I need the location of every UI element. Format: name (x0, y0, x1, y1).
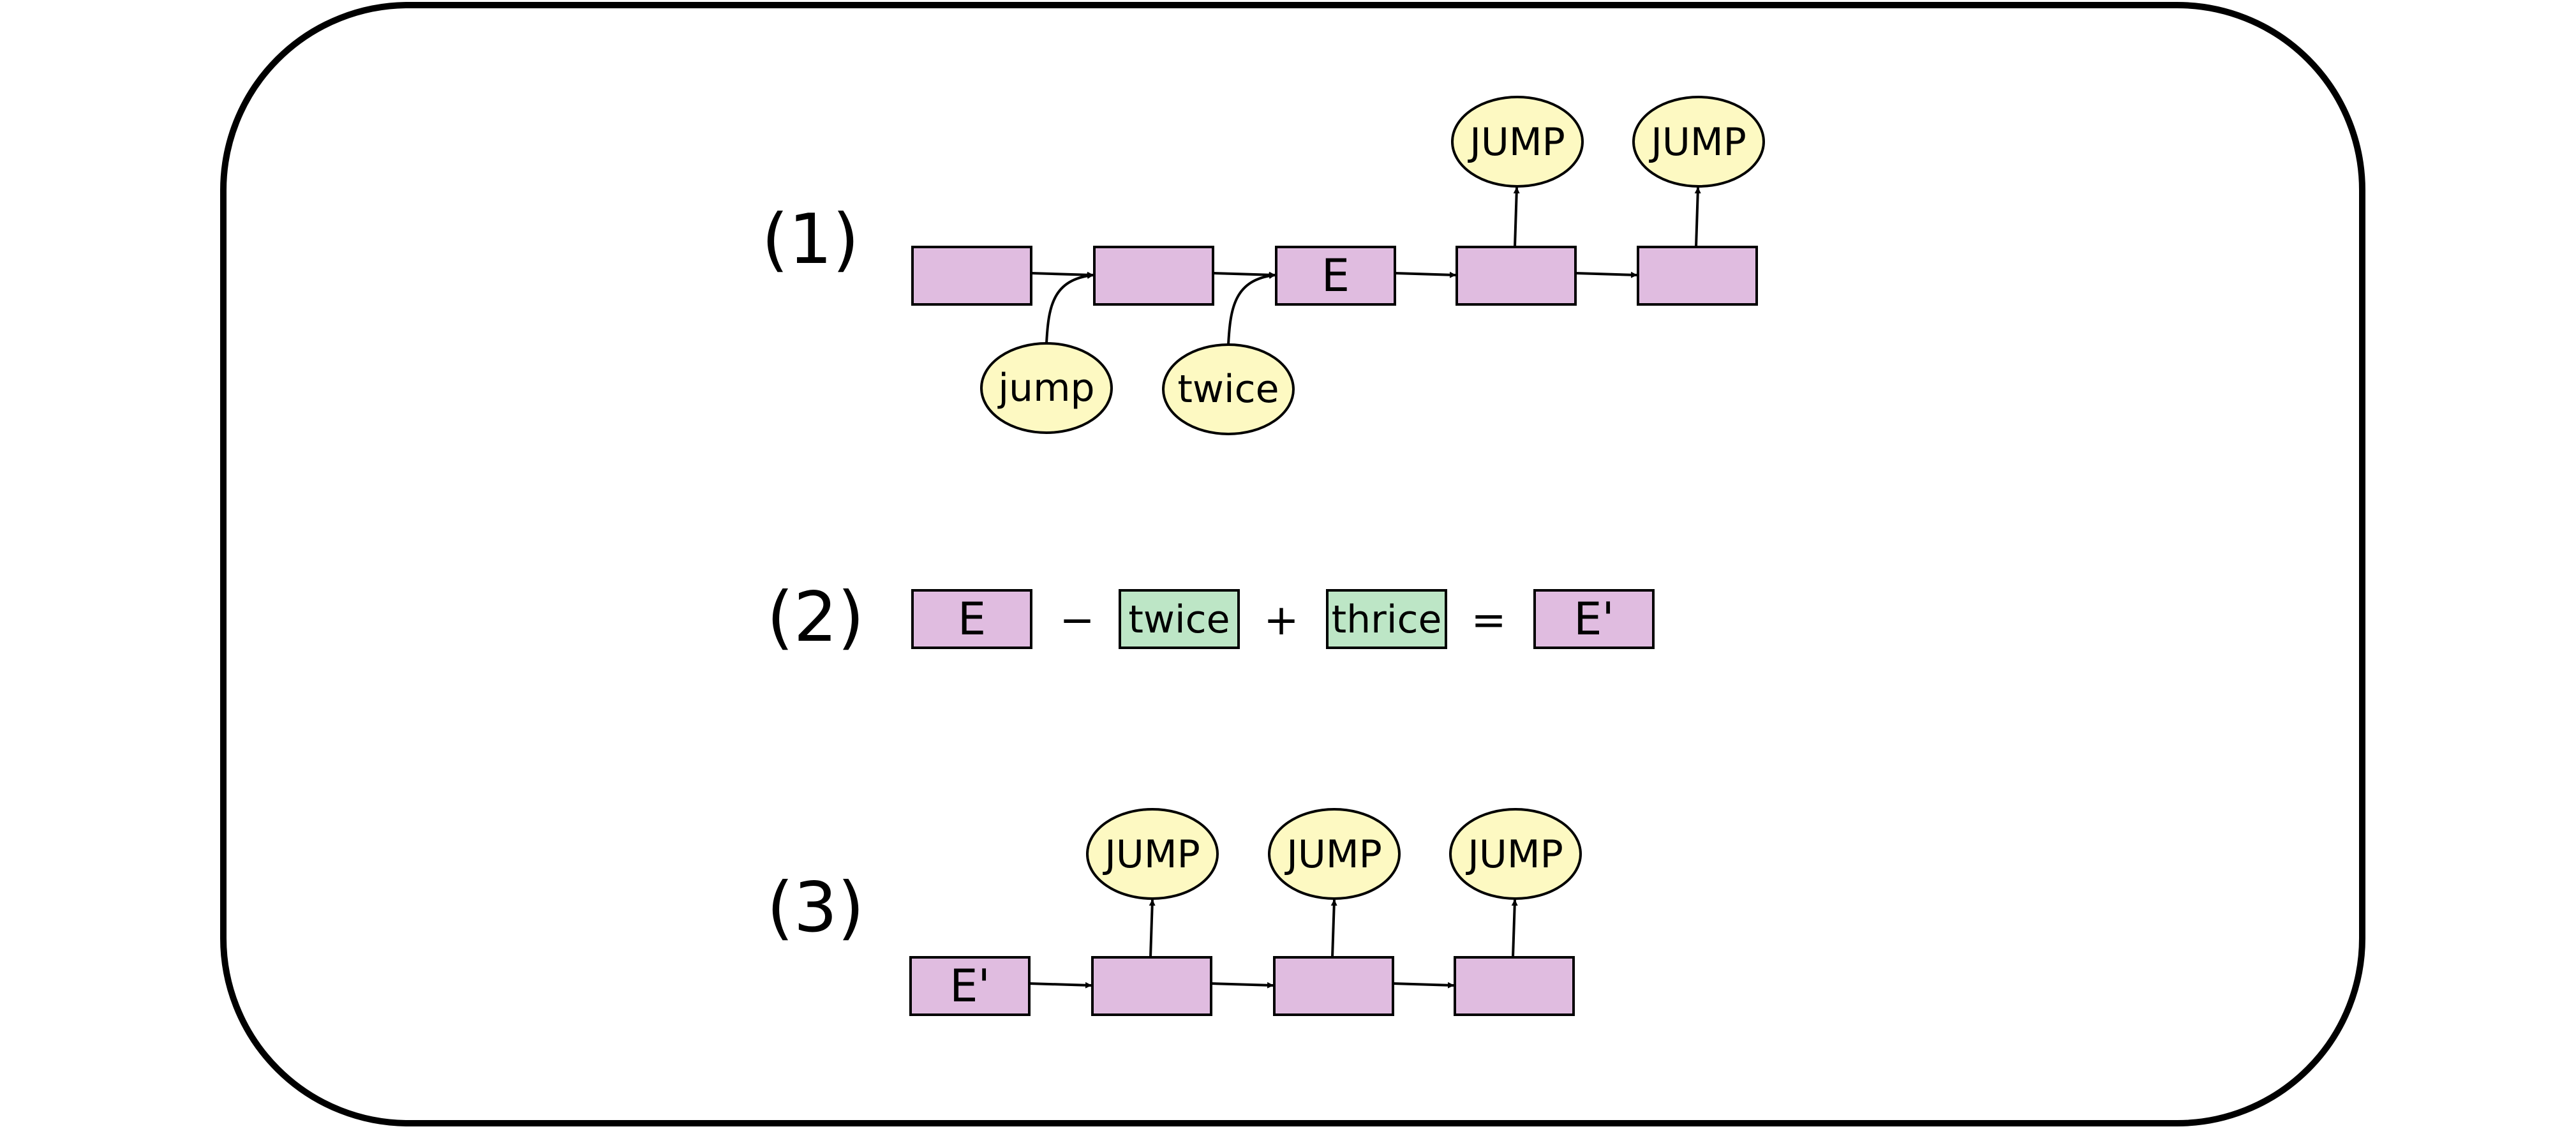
output-node-jump-2-label: JUMP (1648, 120, 1746, 165)
output-arrow-1 (1513, 187, 1520, 248)
chain-arrow-1 (1031, 271, 1094, 278)
output-arrow-2 (1694, 187, 1701, 248)
state-box-4 (1456, 246, 1577, 306)
panel-1: (1) E jump twice JUMP JUMP (762, 96, 1765, 435)
state-box-p3-2 (1091, 956, 1212, 1016)
output-node-p3-2 (1268, 808, 1401, 900)
chain-arrow-4 (1575, 271, 1637, 278)
state-box-2 (1093, 246, 1214, 306)
output-node-p3-3 (1449, 808, 1582, 900)
input-node-twice-label: twice (1177, 367, 1279, 412)
output-node-jump-2 (1632, 96, 1765, 188)
chain-arrow-3 (1394, 271, 1456, 278)
chain-arrow-p3-1 (1029, 982, 1092, 989)
state-box-e-prime-label: E' (949, 960, 990, 1012)
chain-arrow-p3-2 (1210, 982, 1274, 989)
panel-2: (2) E − twice + thrice = E' (767, 578, 1655, 657)
state-box-5 (1637, 246, 1758, 306)
term-thrice (1326, 589, 1447, 649)
term-e-prime-label: E' (1574, 593, 1614, 645)
term-e-label: E (958, 593, 986, 645)
state-box-e-label: E (1322, 250, 1350, 302)
panel-3: (3) E' JUMP JUMP JUMP (767, 808, 1582, 1016)
state-box-e (1275, 246, 1396, 306)
state-box-1 (911, 246, 1032, 306)
output-arrow-p3-3 (1511, 899, 1518, 958)
output-node-jump-1 (1451, 96, 1584, 188)
output-node-p3-2-label: JUMP (1284, 832, 1382, 877)
state-box-p3-3 (1273, 956, 1394, 1016)
term-twice-label: twice (1128, 597, 1230, 642)
panel-3-number: (3) (767, 868, 865, 948)
output-node-p3-1-label: JUMP (1102, 832, 1200, 877)
term-e-prime (1533, 589, 1655, 649)
outer-frame (220, 2, 2365, 1126)
input-node-jump-label: jump (997, 366, 1094, 410)
chain-arrow-p3-3 (1392, 982, 1454, 989)
output-node-p3-3-label: JUMP (1465, 832, 1563, 877)
operator-equals: = (1471, 595, 1506, 645)
operator-plus: + (1263, 595, 1299, 645)
state-box-p3-4 (1454, 956, 1575, 1016)
output-arrow-p3-1 (1149, 899, 1156, 958)
panel-2-number: (2) (767, 578, 865, 657)
output-node-jump-1-label: JUMP (1467, 120, 1565, 165)
input-arrow-jump (1045, 273, 1094, 344)
output-arrow-p3-2 (1330, 899, 1337, 958)
output-node-p3-1 (1086, 808, 1219, 900)
term-thrice-label: thrice (1332, 597, 1442, 642)
term-twice (1119, 589, 1240, 649)
state-box-e-prime (909, 956, 1031, 1016)
input-arrow-twice (1227, 273, 1276, 345)
term-e (911, 589, 1032, 649)
chain-arrow-2 (1212, 271, 1276, 278)
operator-minus: − (1059, 595, 1094, 645)
panel-1-number: (1) (762, 200, 860, 280)
